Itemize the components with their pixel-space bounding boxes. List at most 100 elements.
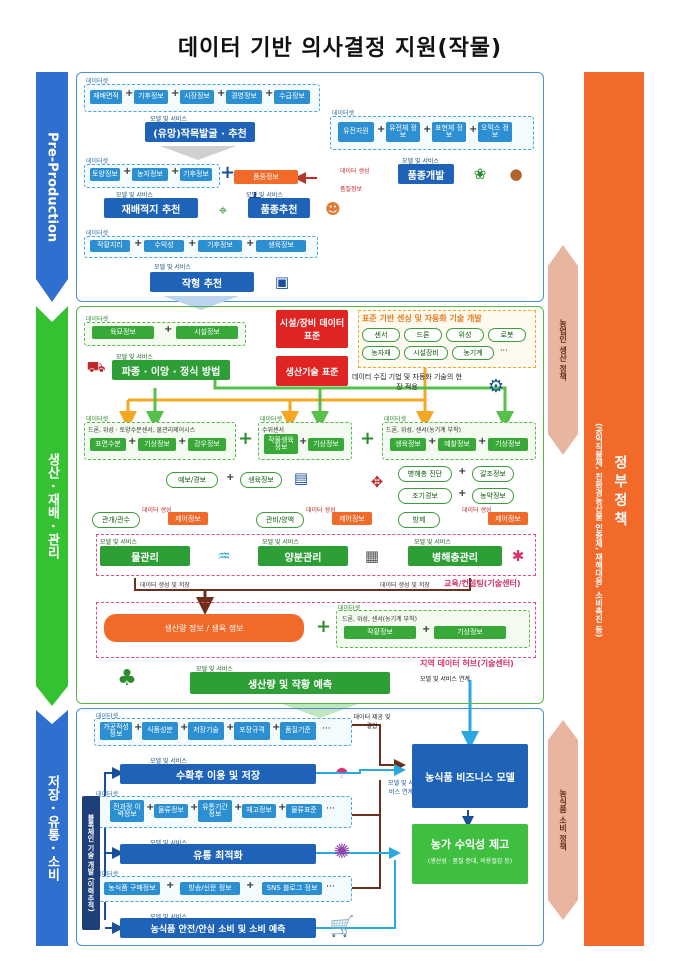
nutrient-mgmt-box: 양분관리	[258, 546, 348, 566]
chip-seedling: 육묘정보	[92, 326, 154, 339]
phase-post-label: 저장 · 유통 · 소비	[44, 775, 60, 881]
control-pill: 방제	[398, 512, 440, 528]
chip-traceability: 전과정 이력정보	[110, 800, 144, 822]
yield-predict-box: 생산량 및 작황 예측	[190, 672, 390, 694]
chip-harvest: 작황정보	[344, 626, 416, 639]
service-link-vertical: 모델 및 서비스 연계	[388, 780, 414, 796]
control-info-b: 제어정보	[332, 512, 372, 525]
consumer-policy-arrow: 농식품 소비 정책	[548, 720, 578, 920]
plus-sign: +	[171, 166, 180, 177]
income-box	[412, 824, 528, 884]
plus-sign: +	[190, 802, 199, 813]
map-pin-icon: ⌖	[218, 201, 228, 219]
consume-box: 농식품 안전/안심 소비 및 소비 예측	[120, 918, 316, 938]
crop-type-box: 작형 추천	[150, 272, 254, 292]
forecast-pill: 예보/경보	[166, 472, 218, 488]
plus-sign: +	[180, 722, 189, 733]
variety-box: 품종추천	[248, 198, 310, 218]
data-gen-label: 데이터 생성	[340, 168, 370, 175]
sensing-more: ···	[500, 346, 508, 355]
plus-sign: +	[422, 624, 431, 635]
water-mgmt-box: 물관리	[100, 546, 190, 566]
pre-production-panel	[76, 72, 544, 302]
page-title: 데이터 기반 의사결정 지원(작물)	[177, 36, 503, 61]
income-sub: (생산성 · 품질 증대, 비용절감 등)	[427, 858, 513, 865]
chip-farmland: 농지정보	[132, 168, 168, 181]
gov-policy-panel	[584, 72, 644, 946]
income-title: 농가 수익성 제고	[430, 838, 510, 851]
data-gen-store-label: 데이터 생성 및 저장	[380, 582, 430, 589]
fertilizer-icon: ▦	[364, 547, 380, 565]
plant-dna-icon: ❀	[473, 165, 487, 183]
growth-info-pill: 생육정보	[240, 472, 282, 488]
chip-inventory: 재고정보	[242, 804, 276, 818]
sensing-title: 표준 기반 센싱 및 자동화 기술 개발	[362, 314, 482, 323]
chip-quality: 품질기준	[280, 722, 316, 740]
dataset-label: 데이터셋	[86, 230, 109, 237]
plus-sign: +	[146, 802, 155, 813]
gov-policy-title-text: 정 부 정 책	[612, 454, 628, 526]
dataset-b-head: 수위센서	[262, 427, 285, 434]
pest-mgmt-box: 병해충관리	[408, 546, 502, 566]
plus-sign: +	[220, 162, 236, 183]
drone-icon: ✥	[370, 473, 384, 491]
plus-sign: +	[423, 124, 432, 135]
chip-shelf-life: 유통기간 정보	[198, 800, 232, 822]
service-label: 모델 및 서비스	[100, 539, 137, 546]
dataset-label: 데이터셋	[86, 158, 109, 165]
dataset-label: 데이터셋	[96, 791, 119, 798]
chip-management: 경영정보	[226, 90, 262, 104]
chip-climate-3: 기후정보	[198, 240, 242, 252]
dataset-label: 데이터셋	[384, 416, 407, 423]
plus-sign: +	[234, 802, 243, 813]
tech-dev-bar: 블록체인 기술 개발 (이력추적)	[82, 796, 100, 930]
dataset-label: 데이터셋	[332, 110, 355, 117]
dataset-d-head: 드론, 위성, 센서(농기계 부착)	[342, 616, 417, 623]
sensing-satellite: 위성	[446, 328, 484, 342]
chip-media: 방송/신문 정보	[180, 882, 240, 895]
sensing-robot: 로봇	[488, 328, 526, 342]
chip-weather-d: 기상정보	[434, 626, 506, 639]
hub-label: 지역 데이터 허브(기술센터)	[420, 659, 514, 668]
edu-label: 교육/컨설팅(기술센터)	[444, 579, 521, 588]
chip-market: 시장정보	[180, 90, 214, 104]
consumer-policy-text: 농식품 소비 정책	[558, 789, 568, 851]
service-link-label: 모델 및 서비스 연계	[420, 676, 470, 683]
service-label: 모델 및 서비스	[150, 838, 187, 847]
tractor-icon: ⛟	[86, 358, 106, 376]
breeding-box: 품종개발	[398, 164, 454, 184]
chevron-down-icon	[282, 704, 358, 718]
chip-growth-c: 생육정보	[390, 438, 426, 451]
tech-dev-text: 블록체인 기술 개발 (이력추적)	[87, 814, 95, 912]
plus-sign: +	[178, 436, 187, 447]
early-warning-pill: 조기경보	[398, 488, 452, 504]
business-model-box: 농식품 비즈니스 모델	[412, 744, 528, 808]
seed-icon: ●	[509, 165, 523, 183]
washing-icon: ☂	[335, 764, 349, 782]
plus-sign: +	[238, 428, 254, 449]
pesticide-info-pill: 농약정보	[472, 488, 514, 504]
farm-policy-text: 농업인 생산 정책	[558, 319, 568, 381]
tech-standard-box: 생산기술 표준	[276, 356, 348, 386]
pest-info-pill: 갈조정보	[472, 466, 514, 482]
dataset-label: 데이터셋	[260, 416, 283, 423]
data-gen-label: 데이터 생성	[462, 507, 492, 514]
gov-policy-sub-text: (공익직불제, 친환경농산물 인증제, 재해대응, 소비촉진 등)	[594, 422, 604, 638]
plus-sign: +	[360, 428, 376, 449]
chevron-down-icon	[160, 146, 236, 160]
service-label: 모델 및 서비스	[402, 158, 439, 165]
post-production-panel	[76, 708, 544, 946]
plus-sign: +	[128, 436, 137, 447]
chip-genome: 유전체 정보	[386, 122, 420, 142]
plus-sign: +	[166, 880, 175, 891]
diagnosis-pill: 병해충 진단	[398, 466, 452, 482]
chip-climate-2: 기후정보	[180, 168, 212, 181]
plus-sign: +	[278, 802, 287, 813]
plus-sign: +	[246, 880, 255, 891]
bug-icon: ✱	[511, 547, 525, 565]
dataset-label: 데이터셋	[86, 78, 109, 85]
farm-policy-arrow: 농업인 생산 정책	[548, 245, 578, 455]
chip-purchase: 농식품 구매정보	[104, 882, 160, 895]
dataset-label: 데이터셋	[86, 316, 109, 323]
growing-plant-icon: ♣	[117, 665, 137, 691]
